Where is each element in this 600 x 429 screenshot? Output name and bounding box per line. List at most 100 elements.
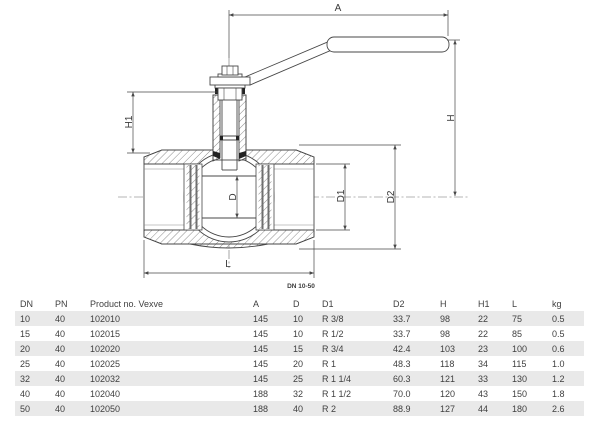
table-cell: 25	[293, 373, 304, 384]
table-cell: 40	[293, 403, 304, 414]
table-cell: 102040	[90, 388, 121, 399]
table-cell: 70.0	[393, 388, 411, 399]
table-header-cell: H	[440, 298, 447, 309]
table-cell: 102015	[90, 328, 121, 339]
table-cell: 127	[440, 403, 456, 414]
table-cell: 40	[20, 388, 31, 399]
table-header-cell: D1	[322, 298, 334, 309]
table-cell: 145	[253, 358, 269, 369]
dim-label-L: L	[225, 259, 231, 270]
table-cell: 10	[293, 313, 304, 324]
table-cell: 10	[293, 328, 304, 339]
table-cell: 20	[293, 358, 304, 369]
dim-label-H1: H1	[124, 115, 135, 128]
table-cell: 85	[512, 328, 523, 339]
table-cell: 33	[478, 373, 489, 384]
stem-nut	[221, 65, 239, 76]
table-header-cell: PN	[55, 298, 68, 309]
table-header-cell: Product no. Vexve	[90, 298, 164, 309]
table-cell: 115	[512, 358, 527, 369]
table-header-cell: kg	[552, 298, 562, 309]
table-cell: 145	[253, 373, 269, 384]
table-cell: 50	[20, 403, 31, 414]
table-header-cell: DN	[20, 298, 33, 309]
dim-label-D: D	[228, 193, 239, 200]
table-header-cell: A	[253, 298, 260, 309]
table-cell: 100	[512, 343, 528, 354]
table-cell: 43	[478, 388, 489, 399]
table-cell: 120	[440, 388, 456, 399]
handle-base-plate	[209, 76, 251, 86]
valve-seats	[183, 163, 275, 231]
table-header-cell: D	[293, 298, 300, 309]
table-cell: 75	[512, 313, 523, 324]
table-header-cell: H1	[478, 298, 490, 309]
table-cell: R 1/2	[322, 328, 344, 339]
table-cell: 32	[293, 388, 304, 399]
table-cell: 32	[20, 373, 31, 384]
table-cell: R 2	[322, 403, 337, 414]
table-cell: 145	[253, 343, 269, 354]
handle-arm	[244, 40, 335, 86]
table-header-cell: L	[512, 298, 518, 309]
table-cell: 23	[478, 343, 489, 354]
valve-stem-bonnet	[212, 83, 247, 171]
table-cell: 15	[20, 328, 31, 339]
table-cell: 15	[293, 343, 304, 354]
table-cell: 40	[55, 403, 66, 414]
table-cell: 33.7	[393, 328, 411, 339]
table-cell: 0.5	[552, 328, 565, 339]
table-cell: 88.9	[393, 403, 411, 414]
table-cell: 150	[512, 388, 528, 399]
table-cell: 0.5	[552, 313, 565, 324]
table-cell: 40	[55, 343, 66, 354]
table-cell: 1.0	[552, 358, 565, 369]
table-cell: 40	[55, 313, 66, 324]
valve-handle	[209, 36, 450, 86]
table-cell: 42.4	[393, 343, 411, 354]
table-cell: 33.7	[393, 313, 411, 324]
table-cell: 1.2	[552, 373, 565, 384]
table-cell: 102032	[90, 373, 121, 384]
table-cell: 103	[440, 343, 456, 354]
dim-label-D2: D2	[386, 190, 397, 203]
table-cell: R 3/8	[322, 313, 344, 324]
table-cell: 10	[20, 313, 31, 324]
size-range-note: DN 10-50	[287, 283, 315, 290]
table-cell: 180	[512, 403, 528, 414]
table-cell: 130	[512, 373, 528, 384]
table-cell: 102010	[90, 313, 121, 324]
table-cell: 98	[440, 328, 451, 339]
table-cell: 34	[478, 358, 489, 369]
table-cell: 20	[20, 343, 31, 354]
table-cell: 22	[478, 328, 489, 339]
table-cell: 48.3	[393, 358, 411, 369]
ball-valve-technical-drawing: A H H1 D D1 D2 L DN 10-50	[118, 3, 470, 290]
table-cell: 98	[440, 313, 451, 324]
table-cell: R 1 1/4	[322, 373, 352, 384]
dim-label-D1: D1	[336, 189, 347, 202]
table-cell: 2.6	[552, 403, 565, 414]
table-cell: 102025	[90, 358, 121, 369]
table-cell: 0.6	[552, 343, 565, 354]
dim-label-A: A	[335, 3, 342, 14]
table-cell: 102050	[90, 403, 121, 414]
table-cell: 40	[55, 388, 66, 399]
table-cell: 188	[253, 388, 269, 399]
table-cell: 121	[440, 373, 456, 384]
table-cell: 22	[478, 313, 489, 324]
table-cell: R 1	[322, 358, 337, 369]
table-cell: R 1 1/2	[322, 388, 352, 399]
table-cell: 145	[253, 313, 269, 324]
table-header-cell: D2	[393, 298, 405, 309]
